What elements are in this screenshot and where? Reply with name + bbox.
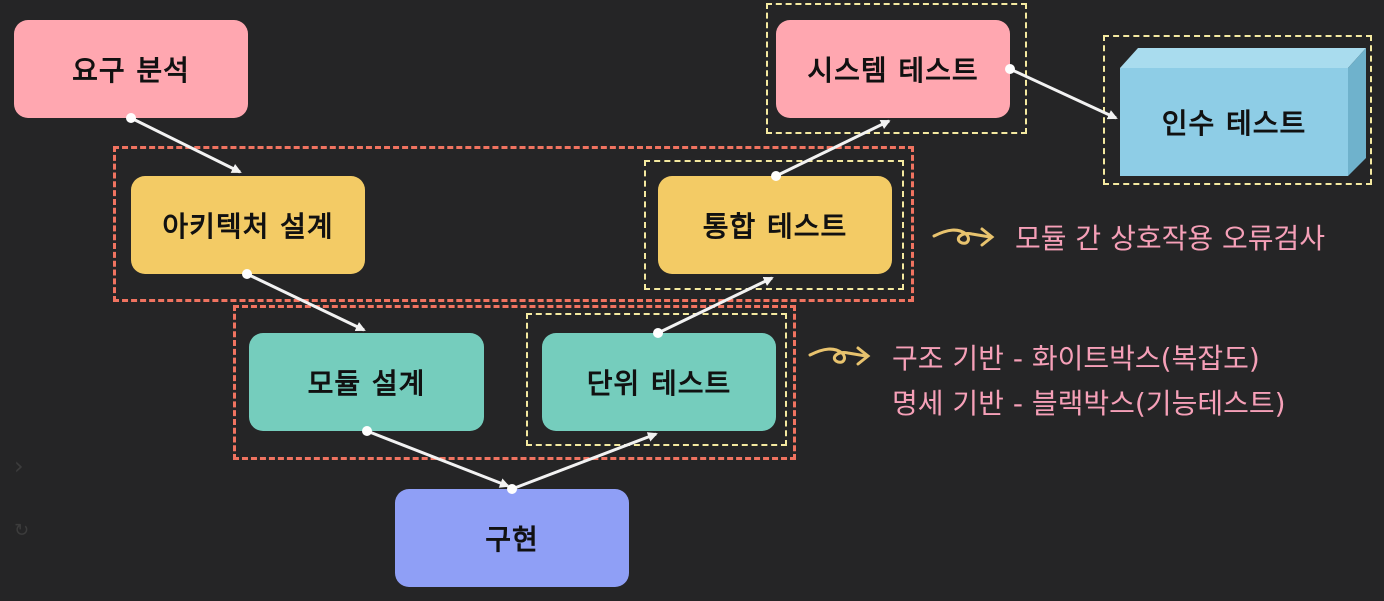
integration-test-frame [644, 160, 904, 290]
connector-implementation-to-unit [511, 432, 658, 491]
unit-test-note-line2: 명세 기반 - 블랙박스(기능테스트) [892, 387, 1286, 420]
module-level-group-frame [233, 305, 796, 460]
curly-arrow-icon [932, 227, 995, 247]
system-test-frame [766, 3, 1027, 134]
connector-module-to-implementation [366, 429, 510, 488]
connector-unit-to-integration [657, 276, 774, 335]
design-level-group-frame [113, 146, 914, 302]
curly-arrow-icon [808, 346, 871, 366]
chevron-right-icon[interactable]: › [14, 452, 24, 480]
system-test-node: 시스템 테스트 [776, 20, 1010, 118]
unit-test-frame [526, 313, 787, 446]
unit-test-note-line1: 구조 기반 - 화이트박스(복잡도) [892, 342, 1260, 375]
connector-system-to-acceptance [1009, 67, 1118, 120]
acceptance-test-cube [1120, 48, 1366, 176]
connector-integration-to-system [775, 119, 891, 178]
connector-architecture-to-module [246, 272, 366, 332]
module-design-node: 모듈 설계 [249, 333, 484, 431]
architecture-design-node: 아키텍처 설계 [131, 176, 365, 274]
unit-test-node: 단위 테스트 [542, 333, 776, 431]
acceptance-test-frame [1103, 35, 1372, 185]
integration-test-node: 통합 테스트 [658, 176, 892, 274]
refresh-icon[interactable]: ↻ [14, 520, 30, 541]
connector-requirements-to-architecture [130, 116, 242, 174]
integration-test-note: 모듈 간 상호작용 오류검사 [1015, 222, 1326, 255]
requirements-analysis-node: 요구 분석 [14, 20, 248, 118]
implementation-node: 구현 [395, 489, 629, 587]
acceptance-test-node: 인수 테스트 [1161, 107, 1307, 140]
